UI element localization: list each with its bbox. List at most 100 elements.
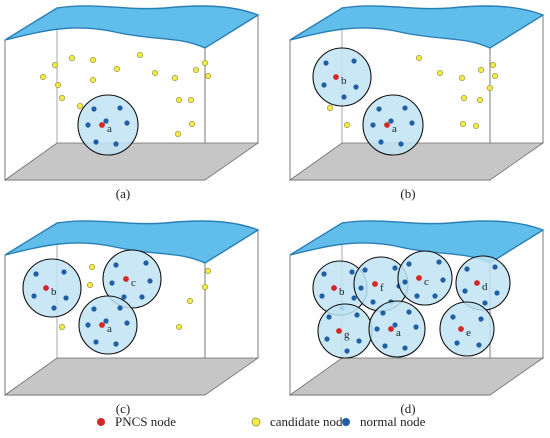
candidate-node: [39, 74, 46, 81]
normal-node: [109, 280, 115, 286]
cluster-g: g: [317, 303, 373, 359]
normal-node: [388, 118, 394, 124]
candidate-node: [343, 122, 350, 129]
candidate-node: [87, 281, 94, 288]
candidate-nodes: [39, 51, 212, 138]
candidate-node: [437, 69, 444, 76]
normal-node: [323, 60, 329, 66]
normal-node: [93, 139, 99, 145]
normal-node: [321, 82, 327, 88]
normal-node: [392, 265, 398, 271]
cluster-a: a: [78, 295, 138, 355]
candidate-node: [205, 267, 212, 274]
normal-node: [413, 324, 419, 330]
panel-label: (c): [116, 401, 130, 416]
sensor-volume-box: [3, 5, 260, 181]
normal-node: [454, 340, 460, 346]
cluster-d: d: [455, 255, 511, 311]
candidate-node: [172, 75, 179, 82]
cluster-letter: a: [392, 123, 397, 135]
pncs-node: [384, 122, 390, 128]
cluster-c: c: [397, 250, 453, 306]
panel-2: bca(c): [3, 220, 260, 416]
legend-item-normal: normal node: [342, 414, 426, 429]
candidate-node: [176, 324, 183, 331]
sensor-volume-box: [288, 220, 545, 396]
cluster-letter: b: [341, 75, 347, 87]
normal-node: [324, 336, 330, 342]
cluster-b: b: [312, 47, 372, 107]
normal-node: [354, 312, 360, 318]
legend-item-candidate: candidate node: [251, 414, 349, 429]
normal-node: [462, 288, 468, 294]
normal-node: [85, 322, 91, 328]
normal-node: [113, 341, 119, 347]
cluster-a: a: [368, 300, 426, 358]
normal-node: [61, 269, 67, 275]
pncs-node: [123, 276, 129, 282]
normal-node: [402, 345, 408, 351]
candidate-node: [137, 51, 144, 58]
normal-node: [432, 293, 438, 299]
cluster-letter: a: [107, 123, 112, 135]
panel-1: ba(b): [288, 5, 545, 201]
panel-0: a(a): [3, 5, 260, 201]
candidate-node: [58, 324, 65, 331]
candidate-node: [490, 61, 497, 68]
legend-normal-swatch: [342, 418, 350, 426]
normal-node: [113, 141, 119, 147]
candidate-node: [77, 103, 84, 110]
cluster-letter: a: [107, 323, 112, 335]
cluster-letter: c: [424, 276, 429, 288]
normal-node: [374, 326, 380, 332]
candidate-node: [175, 131, 182, 138]
normal-node: [406, 309, 412, 315]
normal-node: [409, 120, 415, 126]
candidate-node: [326, 105, 333, 112]
candidate-node: [51, 61, 58, 68]
normal-node: [398, 141, 404, 147]
normal-node: [402, 279, 408, 285]
cluster-letter: d: [482, 281, 488, 293]
normal-node: [91, 306, 97, 312]
normal-node: [436, 259, 442, 265]
pncs-node: [333, 74, 339, 80]
normal-node: [85, 122, 91, 128]
candidate-node: [189, 121, 196, 128]
candidate-node: [205, 73, 212, 80]
candidate-node: [473, 123, 480, 130]
normal-node: [147, 278, 153, 284]
candidate-node: [90, 56, 97, 63]
normal-node: [370, 299, 376, 305]
cluster-letter: b: [339, 286, 345, 298]
legend-label: candidate node: [270, 414, 349, 429]
candidate-node: [492, 73, 499, 80]
panel-label: (d): [400, 401, 415, 416]
normal-node: [103, 118, 109, 124]
sensor-volume-box: [3, 220, 260, 396]
candidate-node: [58, 95, 65, 102]
candidate-node: [187, 298, 194, 305]
cluster-c: c: [102, 249, 162, 309]
candidate-node: [202, 283, 209, 290]
normal-node: [326, 314, 332, 320]
normal-node: [351, 295, 357, 301]
cluster-letter: f: [380, 282, 384, 294]
normal-node: [382, 343, 388, 349]
normal-node: [450, 314, 456, 320]
normal-node: [51, 305, 57, 311]
cluster-letter: g: [344, 329, 350, 341]
normal-node: [33, 271, 39, 277]
normal-node: [113, 262, 119, 268]
normal-node: [344, 348, 350, 354]
normal-node: [402, 105, 408, 111]
pncs-node: [372, 281, 378, 287]
normal-node: [341, 94, 347, 100]
legend-candidate-swatch: [251, 417, 261, 427]
cluster-a: a: [362, 94, 424, 156]
legend-pncs-swatch: [97, 418, 105, 426]
legend-item-pncs: PNCS node: [97, 414, 176, 429]
pncs-node: [331, 285, 337, 291]
